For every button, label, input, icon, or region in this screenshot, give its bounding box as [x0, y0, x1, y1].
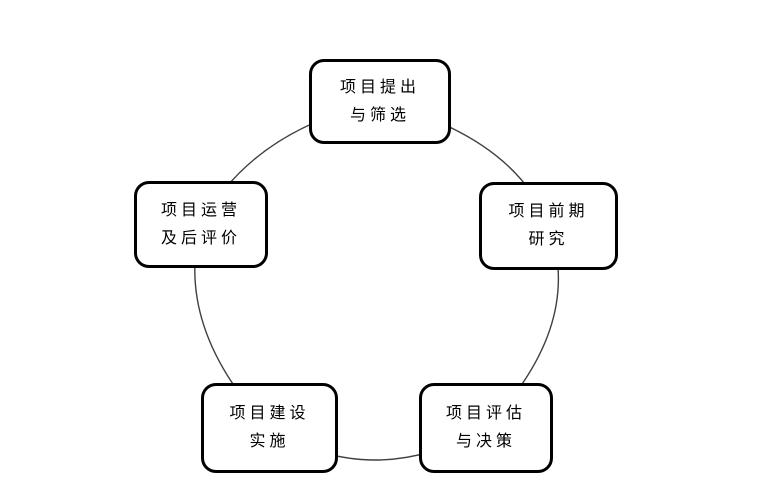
node-preliminary-research: 项目前期 研究 — [479, 182, 618, 270]
node-label-line: 项目建设 — [229, 405, 310, 422]
node-label-line: 与决策 — [455, 433, 516, 450]
node-label-line: 与筛选 — [349, 106, 410, 124]
node-label-line: 项目提出 — [339, 78, 420, 96]
node-label-line: 研究 — [528, 231, 569, 248]
node-operation-post-evaluation: 项目运营 及后评价 — [134, 181, 268, 268]
node-label-line: 项目运营 — [160, 201, 241, 219]
node-label-line: 实施 — [249, 433, 290, 450]
node-label-line: 项目评估 — [445, 405, 526, 422]
node-label-line: 及后评价 — [160, 229, 241, 247]
node-label-line: 项目前期 — [508, 203, 589, 220]
node-construction-implementation: 项目建设 实施 — [201, 383, 338, 473]
node-project-proposal: 项目提出 与筛选 — [309, 59, 451, 144]
node-evaluation-decision: 项目评估 与决策 — [419, 383, 553, 473]
